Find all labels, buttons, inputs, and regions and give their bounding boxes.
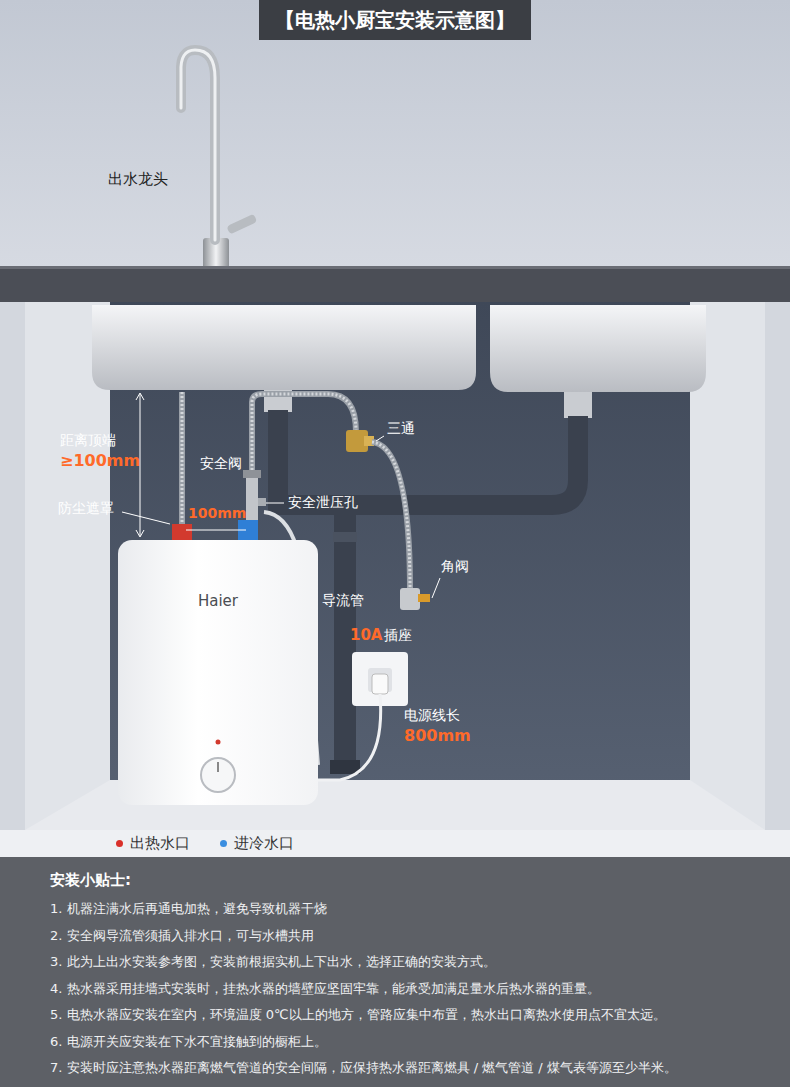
heater-dial: [118, 540, 318, 805]
dimension-value: 800mm: [404, 726, 471, 745]
part-label: 安全阀: [200, 455, 242, 472]
dimension-value: 100mm: [188, 505, 246, 522]
tip-line: 1. 机器注满水后再通电加热，避免导致机器干烧: [50, 901, 327, 917]
tip-line: 3. 此为上出水安装参考图，安装前根据实机上下出水，选择正确的安装方式。: [50, 954, 496, 970]
tip-line: 7. 安装时应注意热水器距离燃气管道的安全间隔，应保持热水器距离燃具 / 燃气管…: [50, 1060, 677, 1076]
part-label: 安全泄压孔: [288, 494, 358, 511]
tip-line: 4. 热水器采用挂墙式安装时，挂热水器的墙壁应坚固牢靠，能承受加满足量水后热水器…: [50, 981, 600, 997]
water-heater: Haier: [118, 540, 318, 805]
part-label: 角阀: [441, 558, 469, 575]
part-label: 出水龙头: [108, 170, 168, 188]
dimension-label: 电源线长: [404, 707, 460, 724]
tip-line: 2. 安全阀导流管须插入排水口，可与水槽共用: [50, 928, 314, 944]
dimension-label: 距离顶端: [60, 432, 116, 449]
part-label: 防尘遮罩: [58, 500, 114, 517]
tips-panel: 安装小贴士: 1. 机器注满水后再通电加热，避免导致机器干烧 2. 安全阀导流管须插…: [0, 857, 790, 1087]
dimension-value: ≥100mm: [60, 451, 140, 470]
legend-swatch: [220, 840, 227, 847]
brand-text: Haier: [118, 592, 318, 610]
title-tab: 【电热小厨宝安装示意图】: [259, 0, 531, 40]
legend-swatch: [116, 840, 123, 847]
legend-text: 出热水口: [130, 834, 190, 852]
rating-value: 10A: [350, 626, 382, 644]
part-label: 导流管: [322, 592, 364, 609]
legend-text: 进冷水口: [234, 834, 294, 852]
tip-line: 5. 电热水器应安装在室内，环境温度 0℃以上的地方，管路应集中布置，热水出口离…: [50, 1007, 666, 1023]
part-label: 插座: [384, 627, 412, 644]
part-label: 三通: [387, 420, 415, 437]
tip-line: 6. 电源开关应安装在下水不宜接触到的橱柜上。: [50, 1034, 327, 1050]
tips-heading: 安装小贴士:: [50, 871, 131, 889]
